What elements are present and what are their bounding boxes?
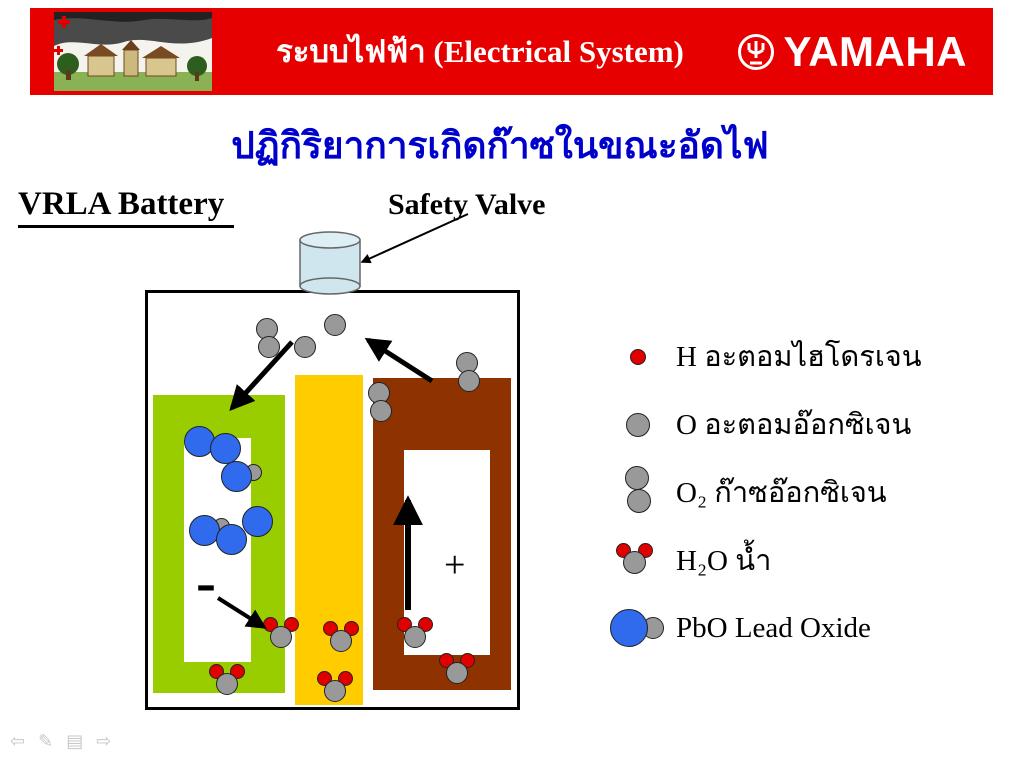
slide-menu-button[interactable]: ▤ — [66, 731, 84, 752]
pen-tool-button[interactable]: ✎ — [38, 731, 54, 752]
village-scene-icon — [54, 12, 212, 91]
slide-title: ปฏิกิริยาการเกิดก๊าซในขณะอัดไฟ — [231, 126, 769, 167]
o2-gas-icon — [610, 463, 668, 521]
h-atom-icon — [610, 327, 668, 385]
yamaha-logo: YAMAHA — [736, 8, 967, 95]
legend-item: O อะตอมอ๊อกซิเจน — [610, 390, 922, 458]
legend-label: PbO Lead Oxide — [676, 611, 871, 644]
yamaha-tuning-fork-icon — [737, 33, 774, 70]
prev-slide-button[interactable]: ⇦ — [10, 731, 26, 752]
legend-label: O₂ ก๊าซอ๊อกซิเจน — [676, 477, 887, 509]
positive-plate — [373, 378, 511, 690]
safety-valve-label: Safety Valve — [388, 188, 546, 221]
battery-type-label: VRLA Battery — [18, 186, 235, 228]
legend-label: O อะตอมอ๊อกซิเจน — [676, 409, 912, 441]
o-atom-icon — [610, 395, 668, 453]
legend-item: H อะตอมไฮโดรเจน — [610, 322, 922, 390]
header-title: ระบบไฟฟ้า (Electrical System) — [276, 34, 684, 69]
header-banner: ระบบไฟฟ้า (Electrical System) YAMAHA — [30, 8, 993, 95]
legend-item: PbO Lead Oxide — [610, 594, 922, 662]
negative-terminal-label: - — [196, 549, 216, 615]
h2o-water-icon — [610, 531, 668, 589]
pbo-lead-oxide-icon — [610, 599, 668, 657]
safety-valve — [299, 231, 361, 295]
legend-item: O₂ ก๊าซอ๊อกซิเจน — [610, 458, 922, 526]
next-slide-button[interactable]: ⇨ — [96, 731, 112, 752]
positive-terminal-label: + — [444, 544, 466, 586]
legend-label: H อะตอมไฮโดรเจน — [676, 341, 922, 373]
legend-item: H₂O น้ำ — [610, 526, 922, 594]
slideshow-controls: ⇦ ✎ ▤ ⇨ — [10, 733, 111, 751]
separator-plate — [295, 375, 363, 705]
legend-label: H₂O น้ำ — [676, 545, 772, 577]
yamaha-wordmark: YAMAHA — [783, 27, 967, 75]
header-clipart — [54, 12, 212, 91]
legend: H อะตอมไฮโดรเจน O อะตอมอ๊อกซิเจน O₂ ก๊าซ… — [610, 322, 922, 662]
